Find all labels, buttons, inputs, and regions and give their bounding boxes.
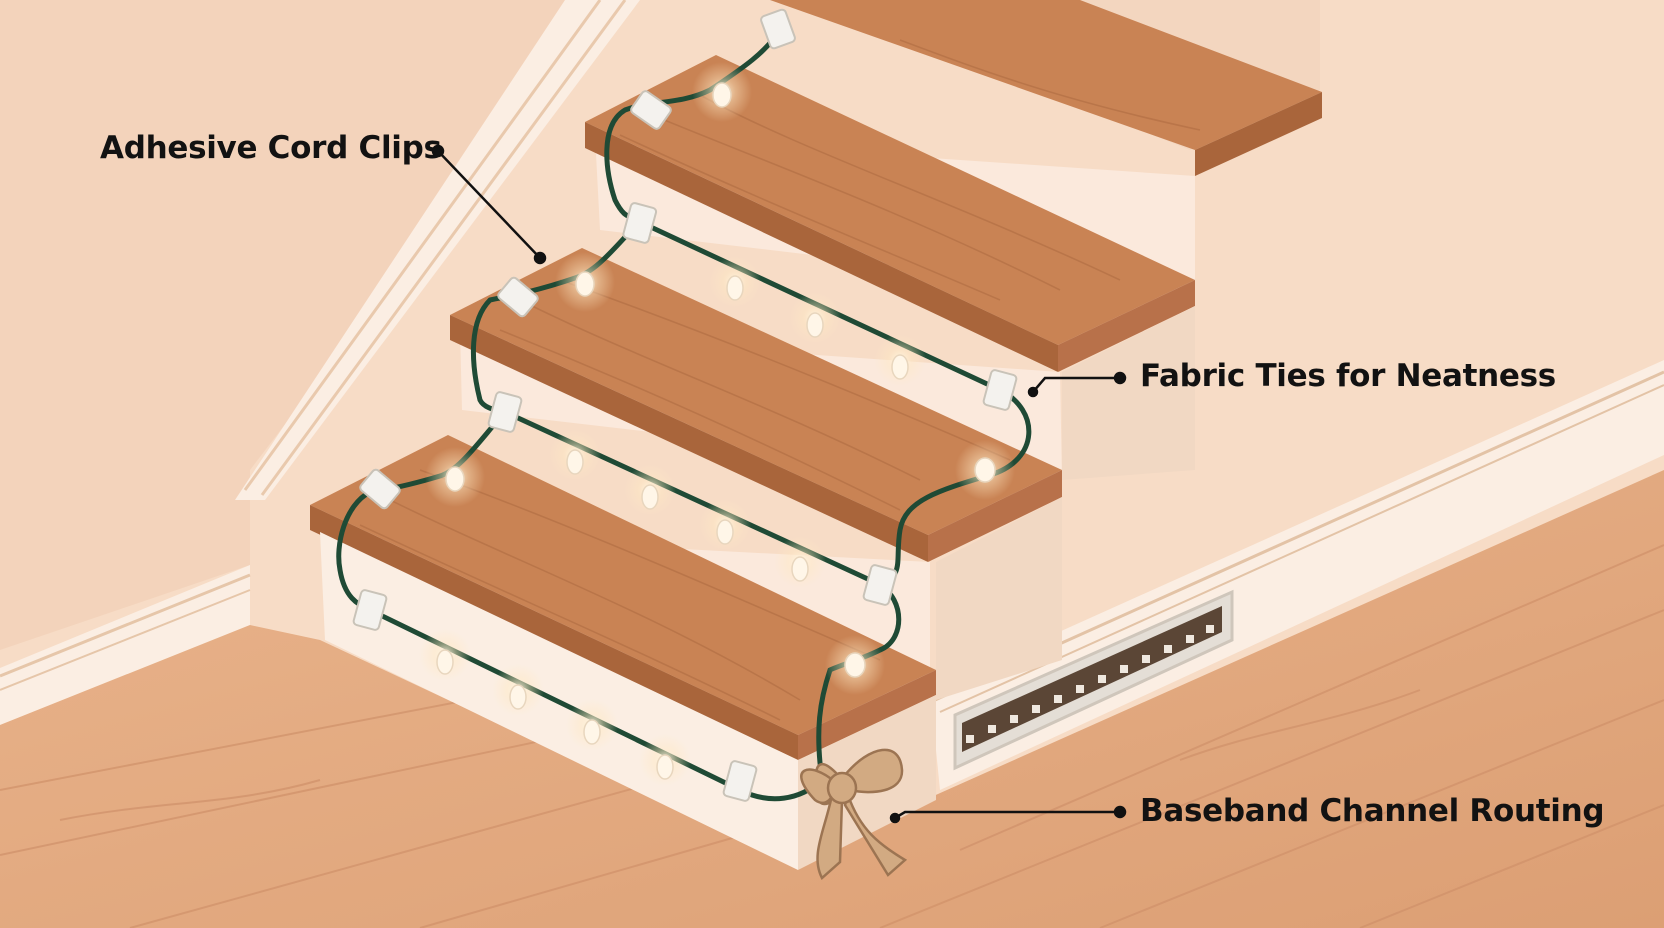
baseboard-line — [0, 589, 251, 691]
stair-stringer-trim — [235, 0, 640, 500]
stair-step — [585, 55, 1195, 372]
adhesive-clip-icon — [630, 90, 672, 130]
fabric-bow-icon — [800, 748, 908, 880]
light-bulb-icon — [583, 719, 601, 745]
light-bulb-icon — [641, 484, 659, 510]
light-bulb-icon — [791, 556, 809, 582]
floor-planks — [0, 544, 1664, 928]
light-bulb-icon — [806, 312, 824, 338]
adhesive-clip-icon — [352, 589, 388, 631]
baseboard-line — [0, 573, 251, 678]
callout-fabric-ties: Fabric Ties for Neatness — [1140, 358, 1556, 394]
light-bulb-icon — [566, 449, 584, 475]
light-bulb-icon — [712, 82, 732, 108]
callout-leaders — [431, 144, 1127, 824]
light-bulb-icon — [436, 649, 454, 675]
light-bulb-icon — [656, 754, 674, 780]
side-wall — [0, 0, 610, 650]
light-bulb-icon — [974, 457, 996, 483]
light-bulb-icon — [891, 354, 909, 380]
wood-floor — [0, 470, 1664, 928]
adhesive-clip-icon — [862, 564, 898, 606]
left-baseboard — [0, 565, 250, 725]
stringer-line — [243, 0, 602, 491]
light-bulb-icon — [726, 275, 744, 301]
adhesive-clip-icon — [760, 8, 796, 50]
light-bulb-icon — [844, 652, 866, 678]
adhesive-clip-icon — [497, 276, 539, 318]
light-bulb-icon — [509, 684, 527, 710]
light-bulb-icon — [445, 466, 465, 492]
light-bulb-icon — [575, 271, 595, 297]
adhesive-clip-icon — [722, 760, 758, 802]
callout-baseband-channel: Baseband Channel Routing — [1140, 793, 1605, 829]
adhesive-clip-icon — [487, 391, 523, 433]
adhesive-clip-icon — [982, 369, 1018, 411]
riser-side — [936, 497, 1062, 700]
stringer-line — [260, 0, 627, 496]
callout-adhesive-cord-clips: Adhesive Cord Clips — [100, 130, 442, 166]
light-bulb-icon — [716, 519, 734, 545]
floor-vent-icon — [953, 589, 1234, 771]
adhesive-clip-icon — [359, 468, 401, 510]
riser-side — [1062, 306, 1195, 480]
adhesive-clips — [352, 8, 1018, 802]
stair-step — [770, 0, 1322, 176]
adhesive-clip-icon — [622, 202, 658, 244]
light-bulbs — [419, 62, 1015, 786]
